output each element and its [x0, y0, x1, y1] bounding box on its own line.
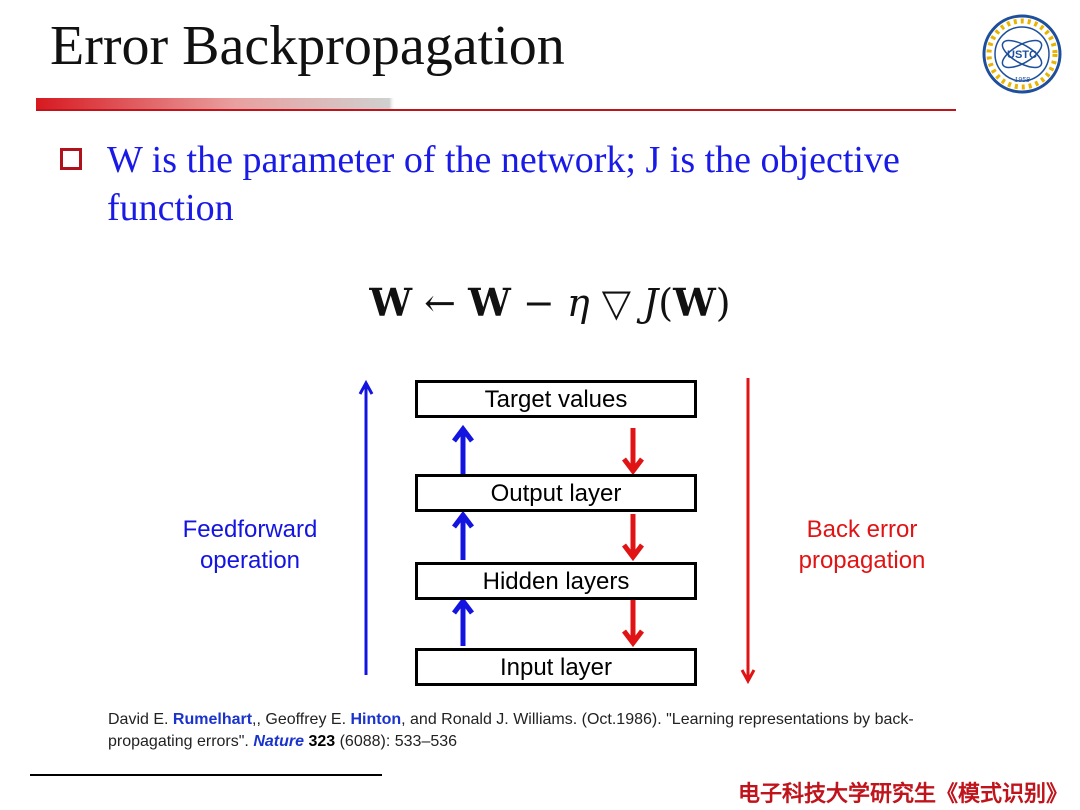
footer-rule [30, 774, 382, 776]
backward-down-arrow-3 [622, 600, 644, 648]
formula-minus: − [522, 281, 555, 325]
formula-lhs: W [369, 280, 413, 325]
formula-rhs-w: W [468, 280, 511, 325]
bullet-text: W is the parameter of the network; J is … [107, 139, 900, 229]
backward-down-arrow-1 [622, 428, 644, 476]
feedforward-label-line2: operation [199, 547, 301, 574]
slide-title: Error Backpropagation [50, 15, 565, 77]
forward-up-arrow-3 [452, 596, 474, 646]
footer-course-name: 电子科技大学研究生《模式识别》 [737, 781, 1068, 807]
forward-up-arrow-2 [452, 510, 474, 560]
update-formula: W ← W − η ▽ J(W) [0, 280, 1080, 325]
hidden-layers-box: Hidden layers [415, 562, 697, 600]
citation: David E. Rumelhart,, Geoffrey E. Hinton,… [108, 709, 968, 753]
logo-year: 1958 [1014, 77, 1030, 84]
formula-nabla: ▽ [601, 281, 631, 325]
feedforward-label-line1: Feedforward [182, 516, 318, 543]
citation-text-1: David E. [108, 711, 173, 728]
citation-text-4: (6088): 533–536 [335, 733, 458, 750]
output-layer-box: Output layer [415, 474, 697, 512]
backprop-label-line1: Back error [806, 516, 918, 543]
formula-j: J [643, 281, 659, 325]
citation-author-hinton: Hinton [350, 711, 402, 728]
input-layer-box: Input layer [415, 648, 697, 686]
formula-arrow: ← [424, 281, 457, 325]
logo-text: USTC [1007, 49, 1037, 61]
backprop-label-line2: propagation [798, 547, 926, 574]
citation-text-3: , and Ronald J. Williams. (Oct.1986). "L… [108, 711, 914, 750]
backward-down-arrow-2 [622, 514, 644, 562]
citation-author-rumelhart: Rumelhart [172, 711, 253, 728]
formula-close-paren: ) [715, 281, 731, 325]
title-underline [36, 98, 956, 111]
bullet-square-icon [60, 148, 82, 170]
citation-text-2: ,, Geoffrey E. [252, 711, 351, 728]
feedforward-long-arrow [358, 379, 374, 675]
feedforward-label: Feedforward operation [160, 514, 340, 576]
citation-journal: Nature [253, 733, 304, 750]
backprop-label: Back error propagation [780, 514, 944, 576]
target-values-box: Target values [415, 380, 697, 418]
forward-up-arrow-1 [452, 424, 474, 474]
backprop-long-arrow [740, 378, 756, 685]
formula-arg: W [673, 280, 716, 325]
university-logo: USTC 1958 [982, 14, 1062, 94]
formula-eta: η [566, 281, 590, 325]
citation-volume: 323 [308, 733, 336, 750]
formula-open-paren: ( [658, 281, 674, 325]
